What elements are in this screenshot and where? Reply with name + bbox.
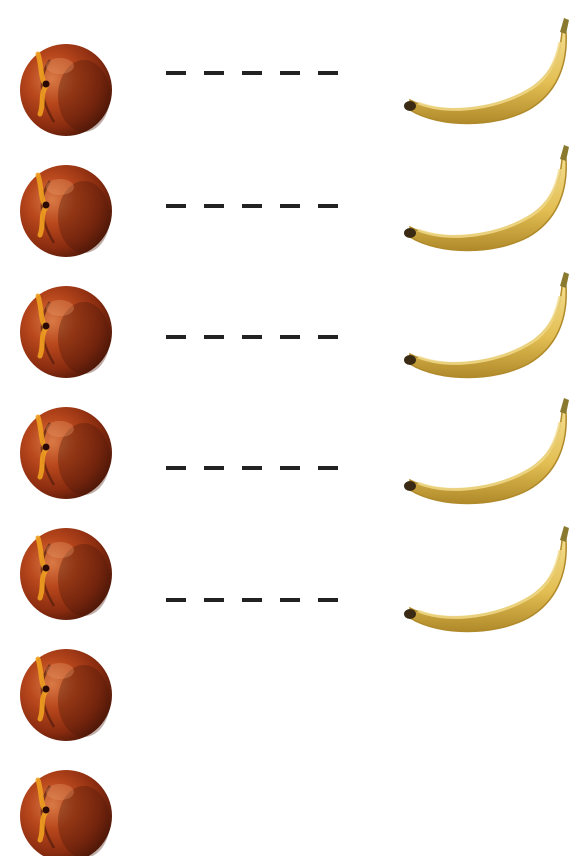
peach-icon xyxy=(20,407,112,499)
banana-column xyxy=(404,18,569,632)
banana-icon xyxy=(404,272,569,378)
peach-column xyxy=(20,44,112,856)
peach-icon xyxy=(20,770,112,856)
banana-icon xyxy=(404,145,569,251)
peach-icon xyxy=(20,286,112,378)
banana-icon xyxy=(404,18,569,124)
peach-icon xyxy=(20,44,112,136)
banana-icon xyxy=(404,398,569,504)
peach-icon xyxy=(20,165,112,257)
peach-icon xyxy=(20,528,112,620)
connector-column xyxy=(166,73,340,600)
peach-icon xyxy=(20,649,112,741)
banana-icon xyxy=(404,526,569,632)
